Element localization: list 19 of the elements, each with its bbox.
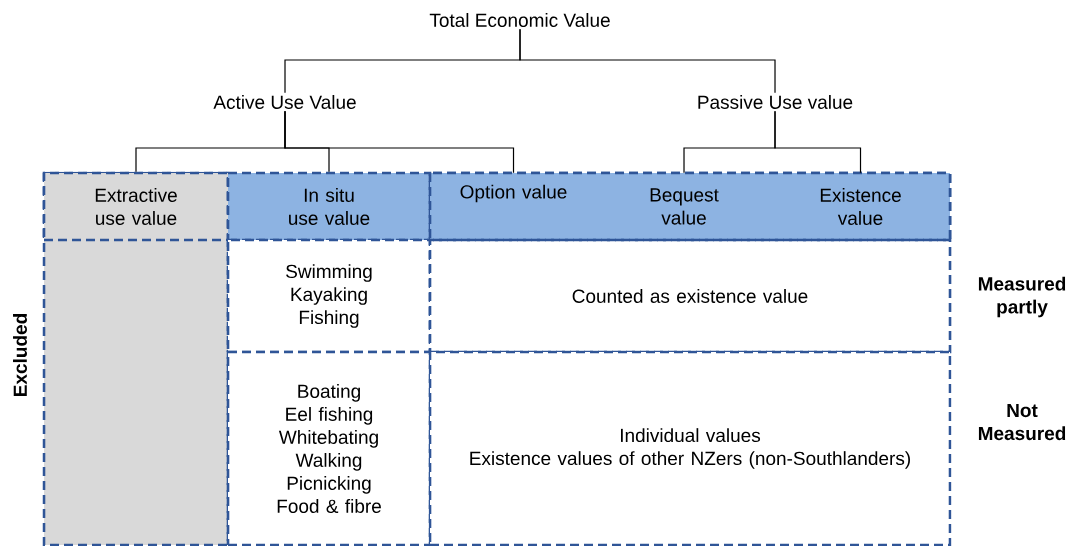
connector-line <box>284 110 515 174</box>
value-heading: Passive Use value <box>698 95 853 109</box>
header-cell: Extractive use value <box>42 171 230 242</box>
node-label: Existence value <box>820 188 901 225</box>
value-heading: Total Economic Value <box>429 13 610 27</box>
connector-line <box>774 110 862 174</box>
connector-line <box>519 28 776 94</box>
table-cell: Swimming Kayaking Fishing <box>226 238 432 354</box>
table-cell: Boating Eel fishing Whitebating Walking Picnicking Food & fibre <box>226 350 432 546</box>
header-cell: Existence value <box>771 173 950 240</box>
node-label: Option value <box>460 184 567 203</box>
row-label: Not Measured <box>978 403 1066 441</box>
header-cell: In situ use value <box>226 171 432 242</box>
value-heading: Active Use Value <box>213 95 356 109</box>
node-label: Bequest value <box>650 188 719 225</box>
row-label: Measured partly <box>978 276 1066 318</box>
header-cell: Option value <box>430 173 597 240</box>
excluded-label: Excluded <box>13 314 27 396</box>
header-cell: Bequest value <box>597 173 771 240</box>
